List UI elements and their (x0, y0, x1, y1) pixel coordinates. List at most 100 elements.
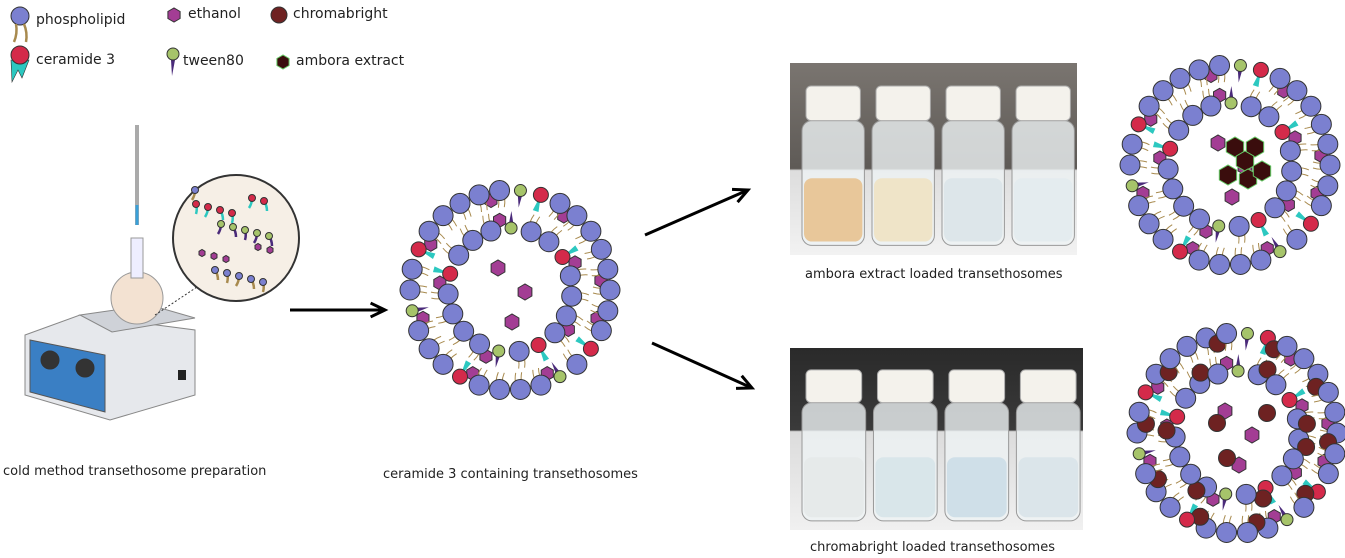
vial-liquid (874, 178, 933, 242)
phospholipid-head (1235, 483, 1257, 505)
phospholipid-head (1236, 521, 1258, 543)
phospholipid-head (1275, 180, 1297, 202)
phospholipid-head (1310, 113, 1332, 135)
phospholipid-head (1319, 154, 1341, 176)
tween-head (504, 221, 518, 235)
phospholipid-head (1180, 463, 1202, 485)
vial-liquid (946, 457, 1007, 518)
phospholipid-head (1216, 521, 1238, 543)
molecule-head (265, 232, 273, 240)
phospholipid-head (555, 305, 577, 327)
phospholipid-head (432, 205, 454, 227)
chromabright-molecule (1297, 438, 1316, 457)
ambora-molecule (1252, 160, 1272, 182)
phospholipid-head (453, 320, 475, 342)
ceramide-head (1250, 212, 1267, 229)
ceramide-transethosome (411, 190, 608, 382)
ceramide-head (530, 337, 547, 354)
legend-ambora: ambora extract (296, 53, 405, 69)
phospholipid-head (432, 353, 454, 375)
ambora-molecule (1225, 136, 1245, 158)
phospholipid-head (538, 231, 560, 253)
phospholipid-head (544, 322, 566, 344)
phospholipid-head (1317, 463, 1339, 485)
phospholipid-head (1281, 160, 1303, 182)
phospholipid-head (1135, 463, 1157, 485)
vial-cap (1015, 85, 1071, 122)
molecule-head (241, 226, 249, 234)
chromabright-molecule (1218, 449, 1236, 467)
ceramide-head (442, 265, 459, 282)
tween-head (1231, 364, 1245, 378)
phospholipid-head (1207, 363, 1229, 385)
phospholipid-head (1293, 348, 1315, 370)
arrow-to-vesicle (290, 301, 389, 319)
phospholipid-head (1188, 249, 1210, 271)
molecule-head (204, 203, 212, 211)
phospholipid-head (520, 221, 542, 243)
phospholipid-head (1310, 195, 1332, 217)
tween-head (1273, 245, 1287, 259)
chromabright-molecule (1187, 481, 1206, 500)
phospholipid-head (1265, 374, 1287, 396)
molecule-head (192, 200, 200, 208)
phospholipid-head (1188, 59, 1210, 81)
vial-cap (805, 369, 863, 404)
phospholipid-head (489, 180, 511, 202)
vial-liquid (1018, 457, 1079, 518)
phospholipid-icon (10, 6, 30, 26)
caption-chromabright-loaded: chromabright loaded transethosomes (810, 540, 1055, 555)
caption-preparation: cold method transethosome preparation (3, 464, 267, 479)
phospholipid-head (1317, 133, 1339, 155)
phospholipid-head (1269, 67, 1291, 89)
phospholipid-head (1264, 197, 1286, 219)
molecule-head (228, 209, 236, 217)
vial-cap (1019, 369, 1077, 404)
molecule-head (191, 186, 199, 194)
chromabright-molecule (1258, 360, 1277, 379)
phospholipid-head (418, 220, 440, 242)
phospholipid-head (449, 192, 471, 214)
vial-liquid (804, 178, 863, 242)
arrow-line (651, 341, 753, 390)
knob-icon (40, 350, 60, 370)
ethanol-molecule (1244, 426, 1260, 444)
tween-head (1224, 96, 1238, 110)
phospholipid-head (580, 220, 602, 242)
vial-cap (945, 85, 1001, 122)
vial-liquid (804, 457, 864, 518)
phospholipid-head (549, 192, 571, 214)
phospholipid-head (1282, 448, 1304, 470)
tween-head (1280, 513, 1294, 527)
ceramide-head (582, 340, 599, 357)
ceramide-head (1162, 140, 1179, 157)
phospholipid-head (1138, 213, 1160, 235)
ethanol-molecule (504, 313, 520, 331)
phospholipid-head (1250, 249, 1272, 271)
phospholipid-head (401, 258, 423, 280)
ambora-molecule (1245, 136, 1265, 158)
phospholipid-head (1169, 446, 1191, 468)
ceramide-head (532, 186, 549, 203)
chromabright-molecule (1157, 421, 1176, 440)
ambora-icon (276, 54, 290, 70)
vial-liquid (875, 457, 936, 518)
arrow-to-chromabright (651, 341, 756, 390)
ceramide-head (1137, 384, 1154, 401)
ceramide-head (554, 248, 571, 265)
vial-cap (805, 85, 861, 122)
ethanol-molecule (210, 251, 218, 261)
chromabright-molecule (1297, 414, 1316, 433)
phospholipid-head (1169, 67, 1191, 89)
phospholipid-head (1279, 140, 1301, 162)
phospholipid-head (1200, 95, 1222, 117)
tween-head (1233, 59, 1247, 73)
vials (801, 85, 1075, 246)
phospholipid-head (1258, 106, 1280, 128)
legend-ceramide: ceramide 3 (36, 52, 116, 68)
molecule-head (248, 194, 256, 202)
ceramide-head (1252, 61, 1269, 78)
phospholipid-head (437, 283, 459, 305)
phospholipid-head (1300, 95, 1322, 117)
